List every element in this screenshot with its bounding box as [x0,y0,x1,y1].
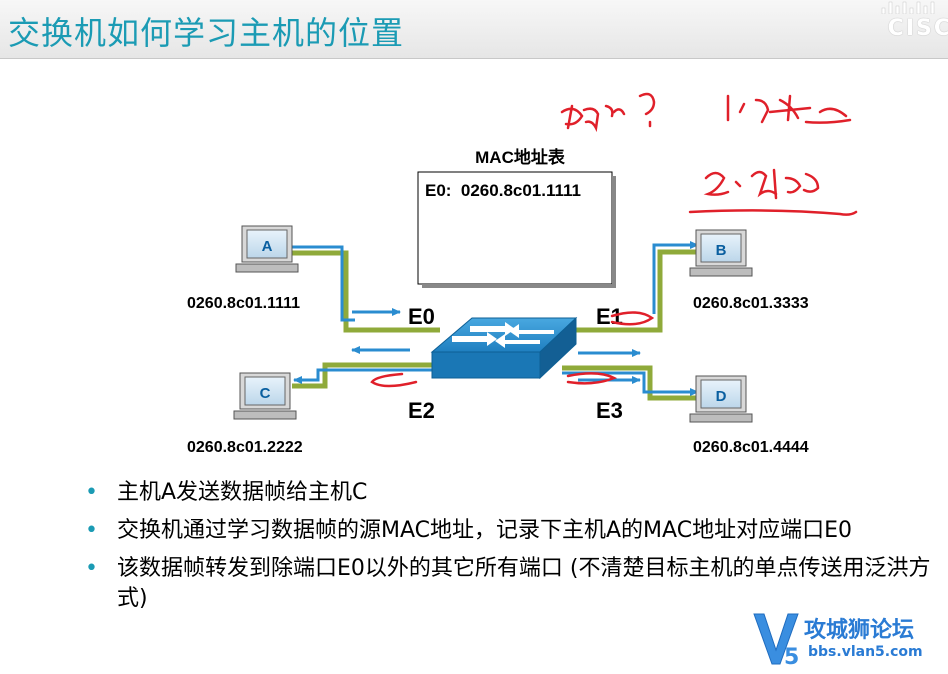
host-b-mac: 0260.8c01.3333 [693,295,809,312]
svg-text:5: 5 [784,645,799,668]
bullet-text: 交换机通过学习数据帧的源MAC地址，记录下主机A的MAC地址对应端口E0 [117,518,852,543]
forum-watermark: 5 攻城狮论坛 bbs.vlan5.com [752,610,942,668]
bullet-text: 该数据帧转发到除端口E0以外的其它所有端口 (不清楚目标主机的单点传送用泛洪方式… [117,556,931,611]
host-a: A [235,225,299,273]
watermark-title: 攻城狮论坛 [804,618,915,643]
handwritten-annotations [370,92,858,388]
host-a-mac: 0260.8c01.1111 [187,295,300,312]
bullet-item: • 交换机通过学习数据帧的源MAC地址，记录下主机A的MAC地址对应端口E0 [85,516,935,546]
switch-diagram: MAC地址表 E0: 0260.8c01.1111 [187,92,858,456]
host-d: D [689,375,753,423]
port-label-e1: E1 [596,304,623,329]
host-c: C [233,372,297,420]
host-b: B [689,229,753,277]
bullet-item: • 该数据帧转发到除端口E0以外的其它所有端口 (不清楚目标主机的单点传送用泛洪方… [85,554,935,614]
bullet-item: • 主机A发送数据帧给主机C [85,478,935,508]
bullet-dot-icon: • [85,556,98,581]
slide-title: 交换机如何学习主机的位置 [8,14,405,52]
bullet-dot-icon: • [85,518,98,543]
port-label-e3: E3 [596,398,623,423]
cisco-logo: CISC [887,16,948,41]
link-c [292,346,440,389]
host-c-label: C [260,385,271,402]
watermark-url: bbs.vlan5.com [808,644,923,660]
bullet-list: • 主机A发送数据帧给主机C • 交换机通过学习数据帧的源MAC地址，记录下主机A的… [85,478,935,622]
link-b [570,241,700,357]
host-c-mac: 0260.8c01.2222 [187,439,303,456]
bullet-dot-icon: • [85,480,98,505]
mac-table-entry: E0: 0260.8c01.1111 [425,181,581,200]
host-d-mac: 0260.8c01.4444 [693,439,809,456]
slide-header: 交换机如何学习主机的位置 CISC [0,0,948,59]
mac-table-title: MAC地址表 [475,147,566,167]
port-label-e2: E2 [408,398,435,423]
host-b-label: B [716,242,727,259]
host-a-label: A [262,238,273,255]
link-a [292,245,440,333]
mac-table-box [417,171,613,285]
bullet-text: 主机A发送数据帧给主机C [117,480,368,505]
switch-icon [430,316,578,380]
host-d-label: D [716,388,727,405]
port-label-e0: E0 [408,304,435,329]
v5-logo-icon: 5 [753,613,799,668]
cisco-logo-bars-icon [881,1,935,14]
